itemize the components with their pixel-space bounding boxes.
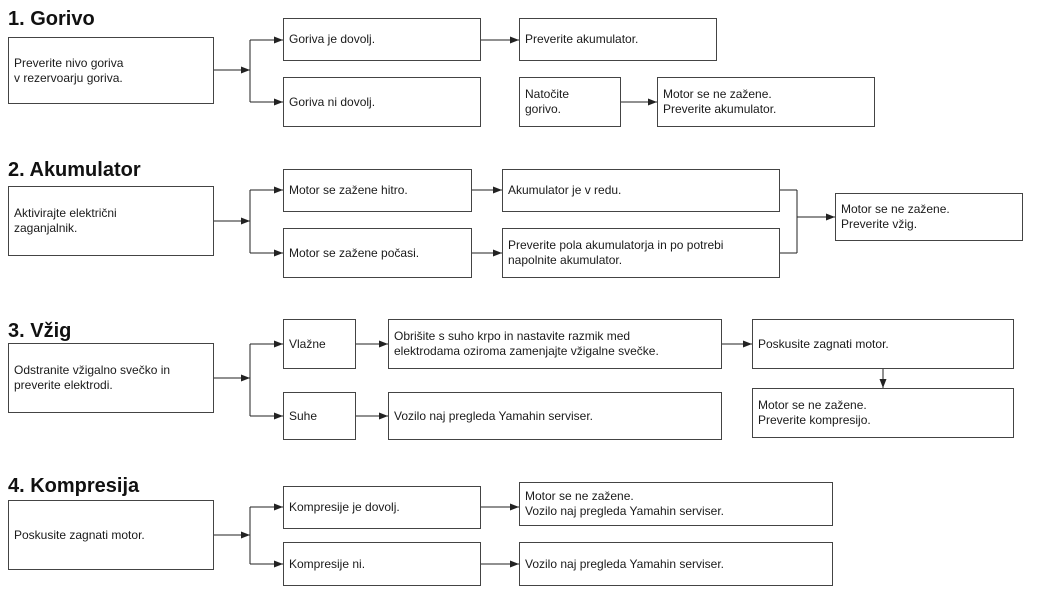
arrowhead [274, 412, 283, 420]
box-check-battery-poles: Preverite pola akumulatorja in po potreb… [502, 228, 780, 278]
arrowhead [493, 186, 502, 194]
box-remove-spark-plug: Odstranite vžigalno svečko in preverite … [8, 343, 214, 413]
arrowhead [241, 531, 250, 539]
arrowhead [493, 249, 502, 257]
arrowhead [274, 186, 283, 194]
section-title-kompresija: 4. Kompresija [8, 475, 140, 497]
arrowhead [379, 340, 388, 348]
arrowhead [274, 36, 283, 44]
box-engine-not-start-check-compression: Motor se ne zažene. Preverite kompresijo… [752, 388, 1014, 438]
box-engine-not-start-check-battery: Motor se ne zažene. Preverite akumulator… [657, 77, 875, 127]
arrowhead [274, 503, 283, 511]
arrowhead [826, 213, 835, 221]
arrowhead [274, 560, 283, 568]
arrowhead [274, 340, 283, 348]
arrowhead [241, 217, 250, 225]
box-wet: Vlažne [283, 319, 356, 369]
box-yamaha-service: Vozilo naj pregleda Yamahin serviser. [388, 392, 722, 440]
box-fuel-sufficient: Goriva je dovolj. [283, 18, 481, 61]
box-engine-starts-slow: Motor se zažene počasi. [283, 228, 472, 278]
arrowhead [510, 560, 519, 568]
arrowhead [648, 98, 657, 106]
box-battery-ok: Akumulator je v redu. [502, 169, 780, 212]
box-engine-not-start-yamaha-service: Motor se ne zažene. Vozilo naj pregleda … [519, 482, 833, 526]
box-engine-not-start-check-ignition: Motor se ne zažene. Preverite vžig. [835, 193, 1023, 241]
arrowhead [274, 98, 283, 106]
arrowhead [274, 249, 283, 257]
box-check-fuel-level: Preverite nivo goriva v rezervoarju gori… [8, 37, 214, 104]
box-dry: Suhe [283, 392, 356, 440]
box-compression-sufficient: Kompresije je dovolj. [283, 486, 481, 529]
arrowhead [510, 503, 519, 511]
box-try-start-engine: Poskusite zagnati motor. [752, 319, 1014, 369]
section-title-vzig: 3. Vžig [8, 320, 72, 342]
arrowhead [241, 66, 250, 74]
arrowhead [879, 379, 887, 388]
box-wipe-electrodes: Obrišite s suho krpo in nastavite razmik… [388, 319, 722, 369]
box-no-compression: Kompresije ni. [283, 542, 481, 586]
box-activate-starter: Aktivirajte električni zaganjalnik. [8, 186, 214, 256]
arrowhead [241, 374, 250, 382]
box-fuel-insufficient: Goriva ni dovolj. [283, 77, 481, 127]
box-yamaha-service-2: Vozilo naj pregleda Yamahin serviser. [519, 542, 833, 586]
box-refuel: Natočite gorivo. [519, 77, 621, 127]
section-title-akumulator: 2. Akumulator [8, 159, 141, 181]
box-engine-starts-fast: Motor se zažene hitro. [283, 169, 472, 212]
box-check-battery: Preverite akumulator. [519, 18, 717, 61]
section-title-gorivo: 1. Gorivo [8, 8, 95, 30]
box-try-start-engine-2: Poskusite zagnati motor. [8, 500, 214, 570]
arrowhead [510, 36, 519, 44]
arrowhead [743, 340, 752, 348]
arrowhead [379, 412, 388, 420]
